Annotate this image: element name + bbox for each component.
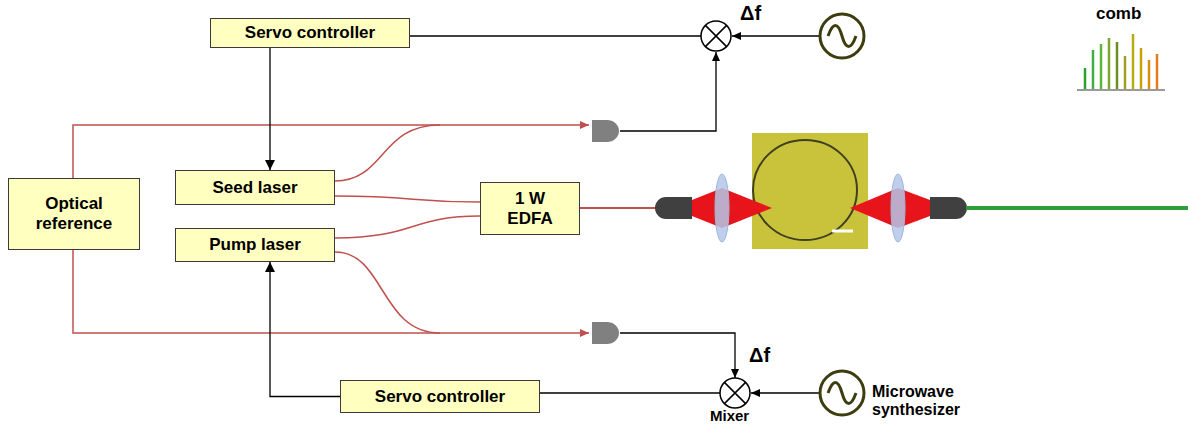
process-box: Servo controller bbox=[210, 18, 410, 48]
lens bbox=[715, 174, 905, 242]
comb-spectrum bbox=[1077, 34, 1165, 90]
annotation-label: Microwave synthesizer bbox=[872, 383, 992, 419]
output-fiber bbox=[966, 206, 1188, 210]
annotation-label: Δf bbox=[749, 344, 770, 366]
box-label: Pump laser bbox=[209, 235, 301, 255]
box-label: 1 W EDFA bbox=[503, 189, 557, 229]
box-label: Optical reference bbox=[17, 194, 131, 234]
process-box: Optical reference bbox=[8, 178, 140, 250]
box-label: Servo controller bbox=[375, 387, 505, 407]
fiber-connector bbox=[335, 196, 480, 202]
annotation-label: Mixer bbox=[710, 408, 749, 425]
box-label: Servo controller bbox=[245, 23, 375, 43]
photodetector bbox=[592, 120, 619, 344]
process-box: Servo controller bbox=[340, 380, 540, 413]
box-label: Seed laser bbox=[212, 178, 297, 198]
annotation-label: comb bbox=[1096, 4, 1141, 23]
microresonator-image bbox=[752, 133, 868, 249]
process-box: Pump laser bbox=[175, 228, 335, 262]
control-connector bbox=[270, 262, 340, 397]
control-connector bbox=[269, 48, 270, 170]
process-box: 1 W EDFA bbox=[480, 182, 580, 235]
process-box: Seed laser bbox=[175, 170, 335, 205]
annotation-label: Δf bbox=[740, 2, 761, 24]
optical-fiber bbox=[73, 125, 664, 333]
fiber-connector bbox=[335, 216, 480, 238]
